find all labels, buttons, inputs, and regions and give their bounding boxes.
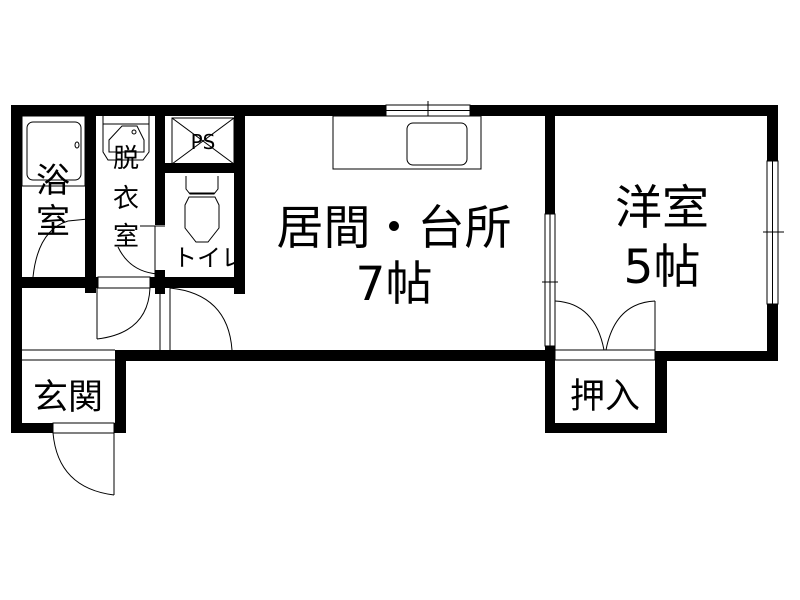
room-label-bathroom-2: 室: [36, 202, 70, 242]
room-label-dressing-2: 衣: [113, 184, 139, 214]
door-living: [159, 287, 233, 351]
room-label-dressing-3: 室: [113, 222, 139, 252]
room-size-living-kitchen: 7帖: [356, 257, 433, 312]
door-frame-dressing: [97, 276, 151, 289]
toilet-icon: [184, 176, 220, 243]
labels: 浴 室 脱 衣 室 PS トイレ 居間・台所 7帖 洋室 5帖 玄関 押入: [33, 130, 709, 418]
wall-western-bottom: [655, 351, 778, 361]
room-size-western: 5帖: [624, 240, 701, 295]
door-hall: [96, 287, 151, 340]
sliding-door-center: [542, 213, 558, 347]
wall-closet-right: [655, 351, 667, 433]
wall-bath-dressing: [85, 105, 96, 293]
door-closet: [554, 300, 656, 361]
window-kitchen: [385, 101, 471, 117]
wall-entrance-bottom-right: [114, 423, 126, 433]
kitchen-sink-icon: [332, 115, 482, 170]
pipe-space-box: [171, 117, 235, 165]
room-label-ps: PS: [191, 130, 216, 154]
wall-wet-bottom-left: [11, 277, 98, 288]
wall-center: [545, 105, 555, 214]
room-label-closet: 押入: [570, 377, 640, 417]
room-label-western: 洋室: [615, 181, 709, 236]
room-label-toilet: トイレ: [173, 244, 245, 272]
doors: [22, 218, 656, 496]
wall-living-bottom: [115, 350, 555, 361]
wall-closet-bottom: [545, 423, 667, 433]
bathtub-icon: [21, 115, 86, 187]
wall-entrance-right: [115, 350, 126, 433]
window-western-right: [763, 160, 784, 305]
wall-closet-left: [545, 351, 555, 433]
room-label-bathroom-1: 浴: [36, 161, 70, 201]
wall-left: [11, 105, 22, 433]
washbasin-icon: [102, 116, 150, 161]
wall-wet-bottom-right: [150, 277, 245, 288]
entrance-step: [22, 349, 115, 361]
fixtures: [21, 115, 482, 243]
door-entrance: [52, 422, 115, 496]
windows: [385, 101, 784, 347]
room-label-dressing-1: 脱: [113, 144, 139, 174]
wall-ps-bottom: [155, 163, 245, 173]
room-label-living-kitchen: 居間・台所: [277, 201, 512, 256]
room-label-entrance: 玄関: [33, 378, 103, 418]
wall-toilet-right: [234, 105, 245, 294]
door-dressing: [117, 225, 165, 277]
door-bathroom: [32, 218, 89, 278]
wall-entrance-bottom-left: [11, 423, 53, 433]
